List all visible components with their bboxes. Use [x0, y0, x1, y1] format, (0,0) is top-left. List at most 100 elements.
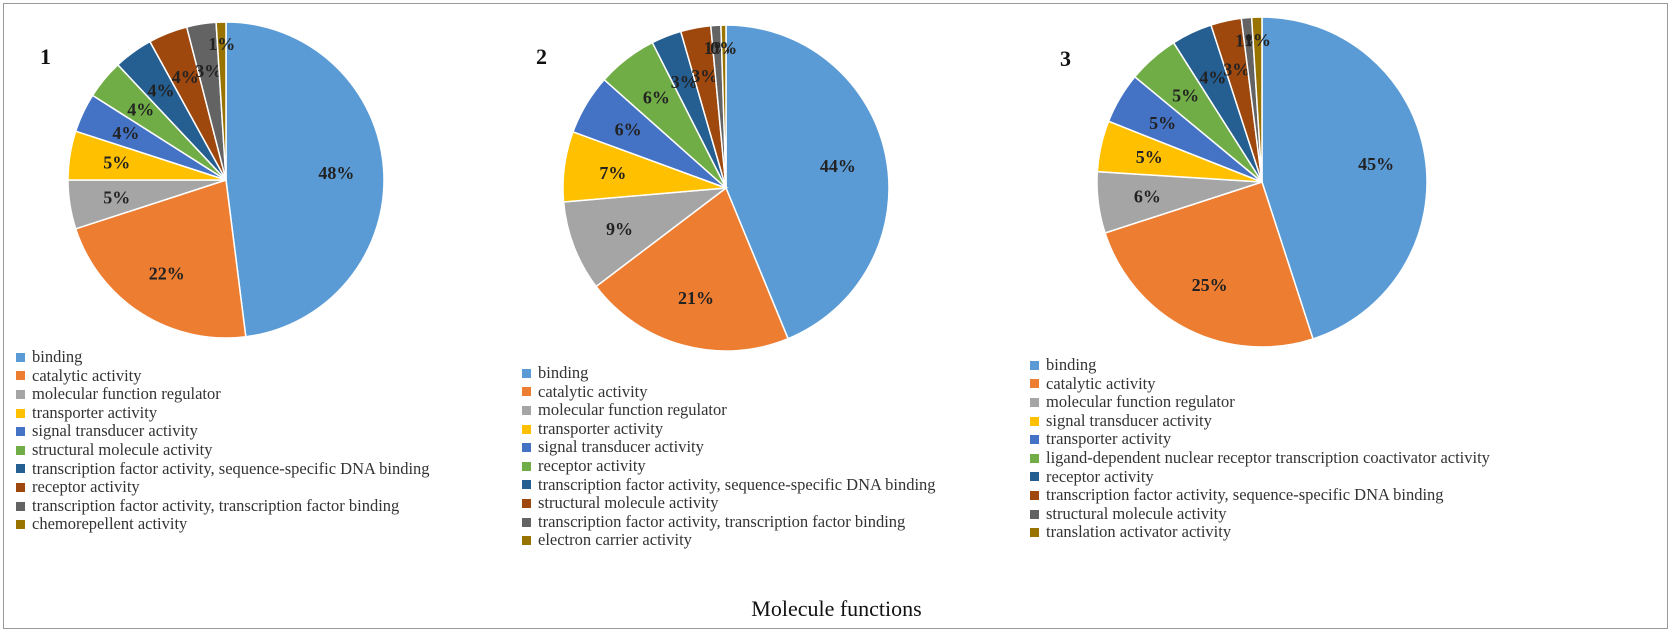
slice-percent-label: 4%: [1199, 67, 1226, 87]
legend-swatch: [16, 408, 25, 418]
slice-percent-label: 1%: [208, 34, 235, 54]
legend-item: structural molecule activity: [522, 494, 936, 513]
figure-caption: Molecule functions: [751, 596, 922, 621]
slice-percent-label: 4%: [147, 81, 174, 101]
legend-swatch: [16, 501, 25, 511]
legend-label: receptor activity: [32, 477, 140, 497]
legend-swatch: [522, 424, 531, 434]
legend-label: molecular function regulator: [32, 384, 221, 404]
legend-item: binding: [1030, 355, 1490, 375]
legend-item: chemorepellent activity: [16, 515, 430, 534]
pie-slice: [225, 21, 385, 338]
legend-item: signal transducer activity: [522, 438, 936, 457]
legend-label: transporter activity: [32, 402, 158, 422]
legend-swatch: [522, 461, 531, 471]
legend-label: structural molecule activity: [32, 439, 213, 459]
pie-slice: [595, 186, 790, 352]
legend-swatch: [522, 443, 531, 453]
legend-item: transcription factor activity, transcrip…: [16, 495, 430, 516]
legend-swatch: [16, 482, 25, 492]
legend-label: receptor activity: [1046, 466, 1154, 486]
legend-swatch: [16, 371, 25, 381]
legend-item: molecular function regulator: [1030, 393, 1490, 412]
legend-item: transcription factor activity, sequence-…: [16, 459, 430, 479]
pie-slice: [725, 24, 890, 340]
legend-label: transcription factor activity, transcrip…: [538, 511, 906, 531]
legend-label: molecular function regulator: [1046, 392, 1235, 412]
slice-percent-label: 4%: [172, 67, 199, 87]
slice-percent-label: 7%: [599, 163, 626, 183]
legend-item: transcription factor activity, sequence-…: [1030, 486, 1490, 505]
slice-percent-label: 6%: [643, 88, 670, 108]
slice-percent-label: 1%: [1244, 30, 1271, 50]
pie-chart-2: 44%21%9%7%6%6%3%3%1%0%: [562, 24, 890, 352]
legend-item: molecular function regulator: [522, 401, 936, 420]
legend-label: chemorepellent activity: [32, 514, 188, 534]
legend-swatch: [522, 536, 531, 546]
legend-item: receptor activity: [1030, 466, 1490, 487]
pie-slice: [1261, 16, 1428, 340]
slice-percent-label: 3%: [671, 72, 698, 92]
slice-percent-label: 45%: [1358, 154, 1394, 174]
legend-swatch: [1030, 397, 1039, 407]
legend-label: transporter activity: [538, 418, 664, 438]
legend-label: transcription factor activity, transcrip…: [32, 495, 400, 515]
slice-percent-label: 22%: [149, 263, 185, 283]
legend-label: catalytic activity: [538, 381, 648, 401]
legend-item: catalytic activity: [522, 381, 936, 402]
slice-percent-label: 5%: [1172, 85, 1199, 105]
legend-item: signal transducer activity: [1030, 411, 1490, 431]
slice-percent-label: 48%: [318, 163, 354, 183]
legend-label: binding: [538, 363, 589, 382]
pie-slice: [720, 24, 727, 189]
slice-percent-label: 44%: [820, 156, 856, 176]
legend-swatch: [1030, 360, 1039, 370]
legend-item: binding: [16, 347, 430, 367]
legend-label: translation activator activity: [1046, 522, 1232, 542]
legend-swatch: [1030, 435, 1039, 445]
legend-swatch: [522, 517, 531, 527]
slice-percent-label: 9%: [606, 219, 633, 239]
slice-percent-label: 3%: [195, 61, 222, 81]
legend-label: transcription factor activity, sequence-…: [538, 474, 936, 494]
legend-swatch: [1030, 528, 1039, 538]
pie-slice: [1104, 181, 1314, 348]
legend-label: signal transducer activity: [32, 421, 198, 441]
pie-chart-3: 45%25%6%5%5%5%4%3%1%1%: [1096, 16, 1428, 348]
legend-label: catalytic activity: [1046, 373, 1156, 393]
slice-percent-label: 6%: [1134, 186, 1161, 206]
legend-swatch: [1030, 416, 1039, 426]
legend-label: structural molecule activity: [1046, 503, 1227, 523]
legend-item: structural molecule activity: [16, 439, 430, 460]
pie-slice: [562, 187, 729, 288]
legend-item: transporter activity: [522, 418, 936, 439]
pie-slice: [215, 21, 227, 181]
slice-percent-label: 21%: [678, 288, 714, 308]
legend-swatch: [1030, 379, 1039, 389]
legend-item: catalytic activity: [1030, 373, 1490, 394]
legend-label: molecular function regulator: [538, 400, 727, 420]
legend-label: signal transducer activity: [538, 437, 704, 457]
legend-item: transcription factor activity, transcrip…: [522, 511, 936, 532]
pie-chart-1: 48%22%5%5%4%4%4%4%3%1%: [67, 21, 385, 339]
legend-item: structural molecule activity: [1030, 503, 1490, 524]
slice-percent-label: 6%: [615, 119, 642, 139]
legend-swatch: [16, 520, 25, 530]
slice-percent-label: 3%: [1223, 59, 1250, 79]
panel-number: 3: [1060, 46, 1071, 71]
legend-swatch: [1030, 472, 1039, 482]
legend-item: molecular function regulator: [16, 385, 430, 404]
legend-label: binding: [1046, 355, 1097, 374]
legend-item: binding: [522, 363, 936, 383]
legend-item: transporter activity: [16, 402, 430, 423]
panel-number: 2: [536, 44, 547, 69]
legend-swatch: [522, 387, 531, 397]
slice-percent-label: 4%: [112, 123, 139, 143]
legend-item: receptor activity: [522, 456, 936, 476]
legend-swatch: [522, 405, 531, 415]
slice-percent-label: 5%: [1149, 113, 1176, 133]
legend-swatch: [16, 464, 25, 474]
